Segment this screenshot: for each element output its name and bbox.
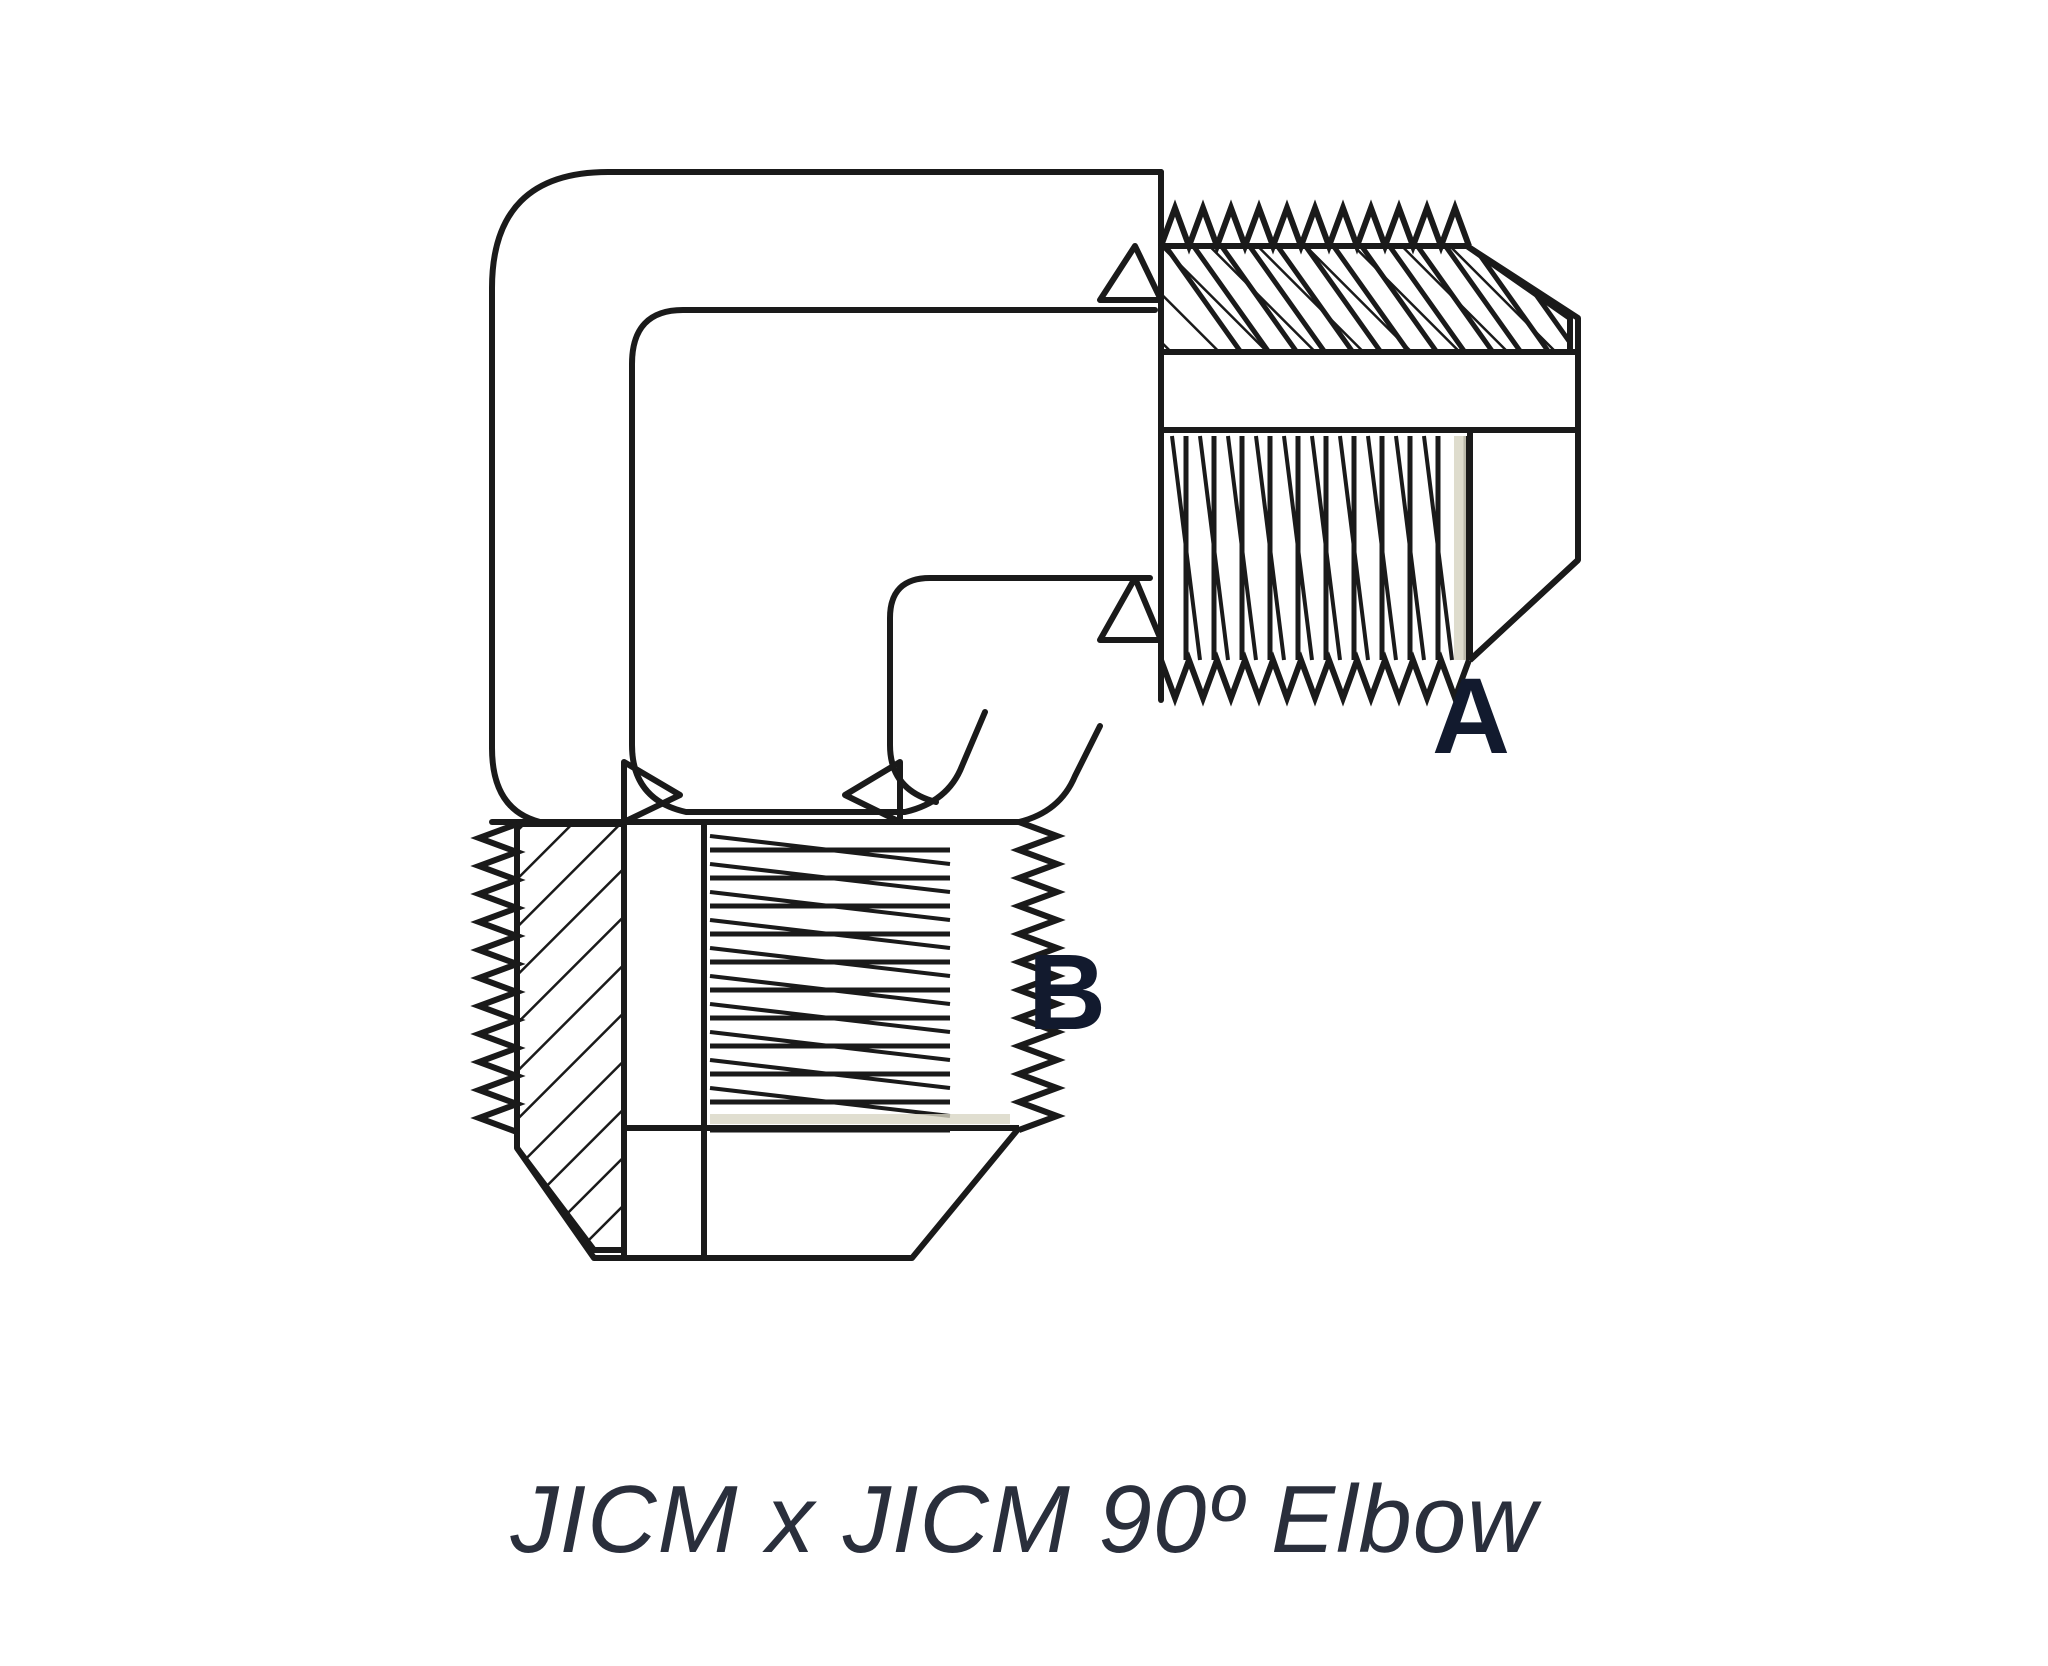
port-a-notch-bottom (1097, 575, 1164, 643)
port-b-bore-band (594, 824, 850, 1261)
port-b-thread-crests-left (470, 821, 526, 1135)
port-a-thread-crests-bottom (1158, 651, 1472, 707)
port-b-notch-left (621, 759, 683, 825)
port-a-nose-bottom (1467, 557, 1581, 663)
elbow-port-a-shoulder (1097, 169, 1164, 703)
port-b-assembly (470, 819, 1066, 1261)
port-b-left-section (514, 821, 627, 1256)
port-a-thread-crests-top (1158, 199, 1472, 255)
elbow-inner-profile (629, 307, 1158, 815)
elbow-bore-corner (887, 575, 1153, 805)
port-a-assembly (1158, 199, 1581, 707)
port-b-thread-crests-right (1010, 819, 1066, 1133)
port-label-a: A (1432, 655, 1510, 776)
port-a-transition-shade (1454, 436, 1466, 660)
port-a-notch-top (1097, 243, 1164, 303)
port-label-b: B (1028, 931, 1106, 1052)
elbow-outer-profile (489, 169, 1164, 825)
port-b-right-thread-roots (709, 834, 951, 1118)
port-b-transition-shade (710, 1114, 1010, 1124)
port-b-left-body (514, 821, 627, 1253)
elbow-body-outline (489, 169, 1164, 825)
port-b-flare-nose (514, 1125, 1022, 1261)
port-b-notch-right (842, 759, 903, 825)
port-a-thread-flanks-upper (1161, 246, 1570, 352)
figure-caption: JICM x JICM 90º Elbow (510, 1466, 1538, 1573)
port-b-flare-outline (514, 1126, 1022, 1261)
elbow-inner-wall-1 (629, 307, 1158, 815)
port-a-flare-nose (1465, 243, 1581, 663)
port-a-lower-thread-roots (1170, 435, 1454, 661)
